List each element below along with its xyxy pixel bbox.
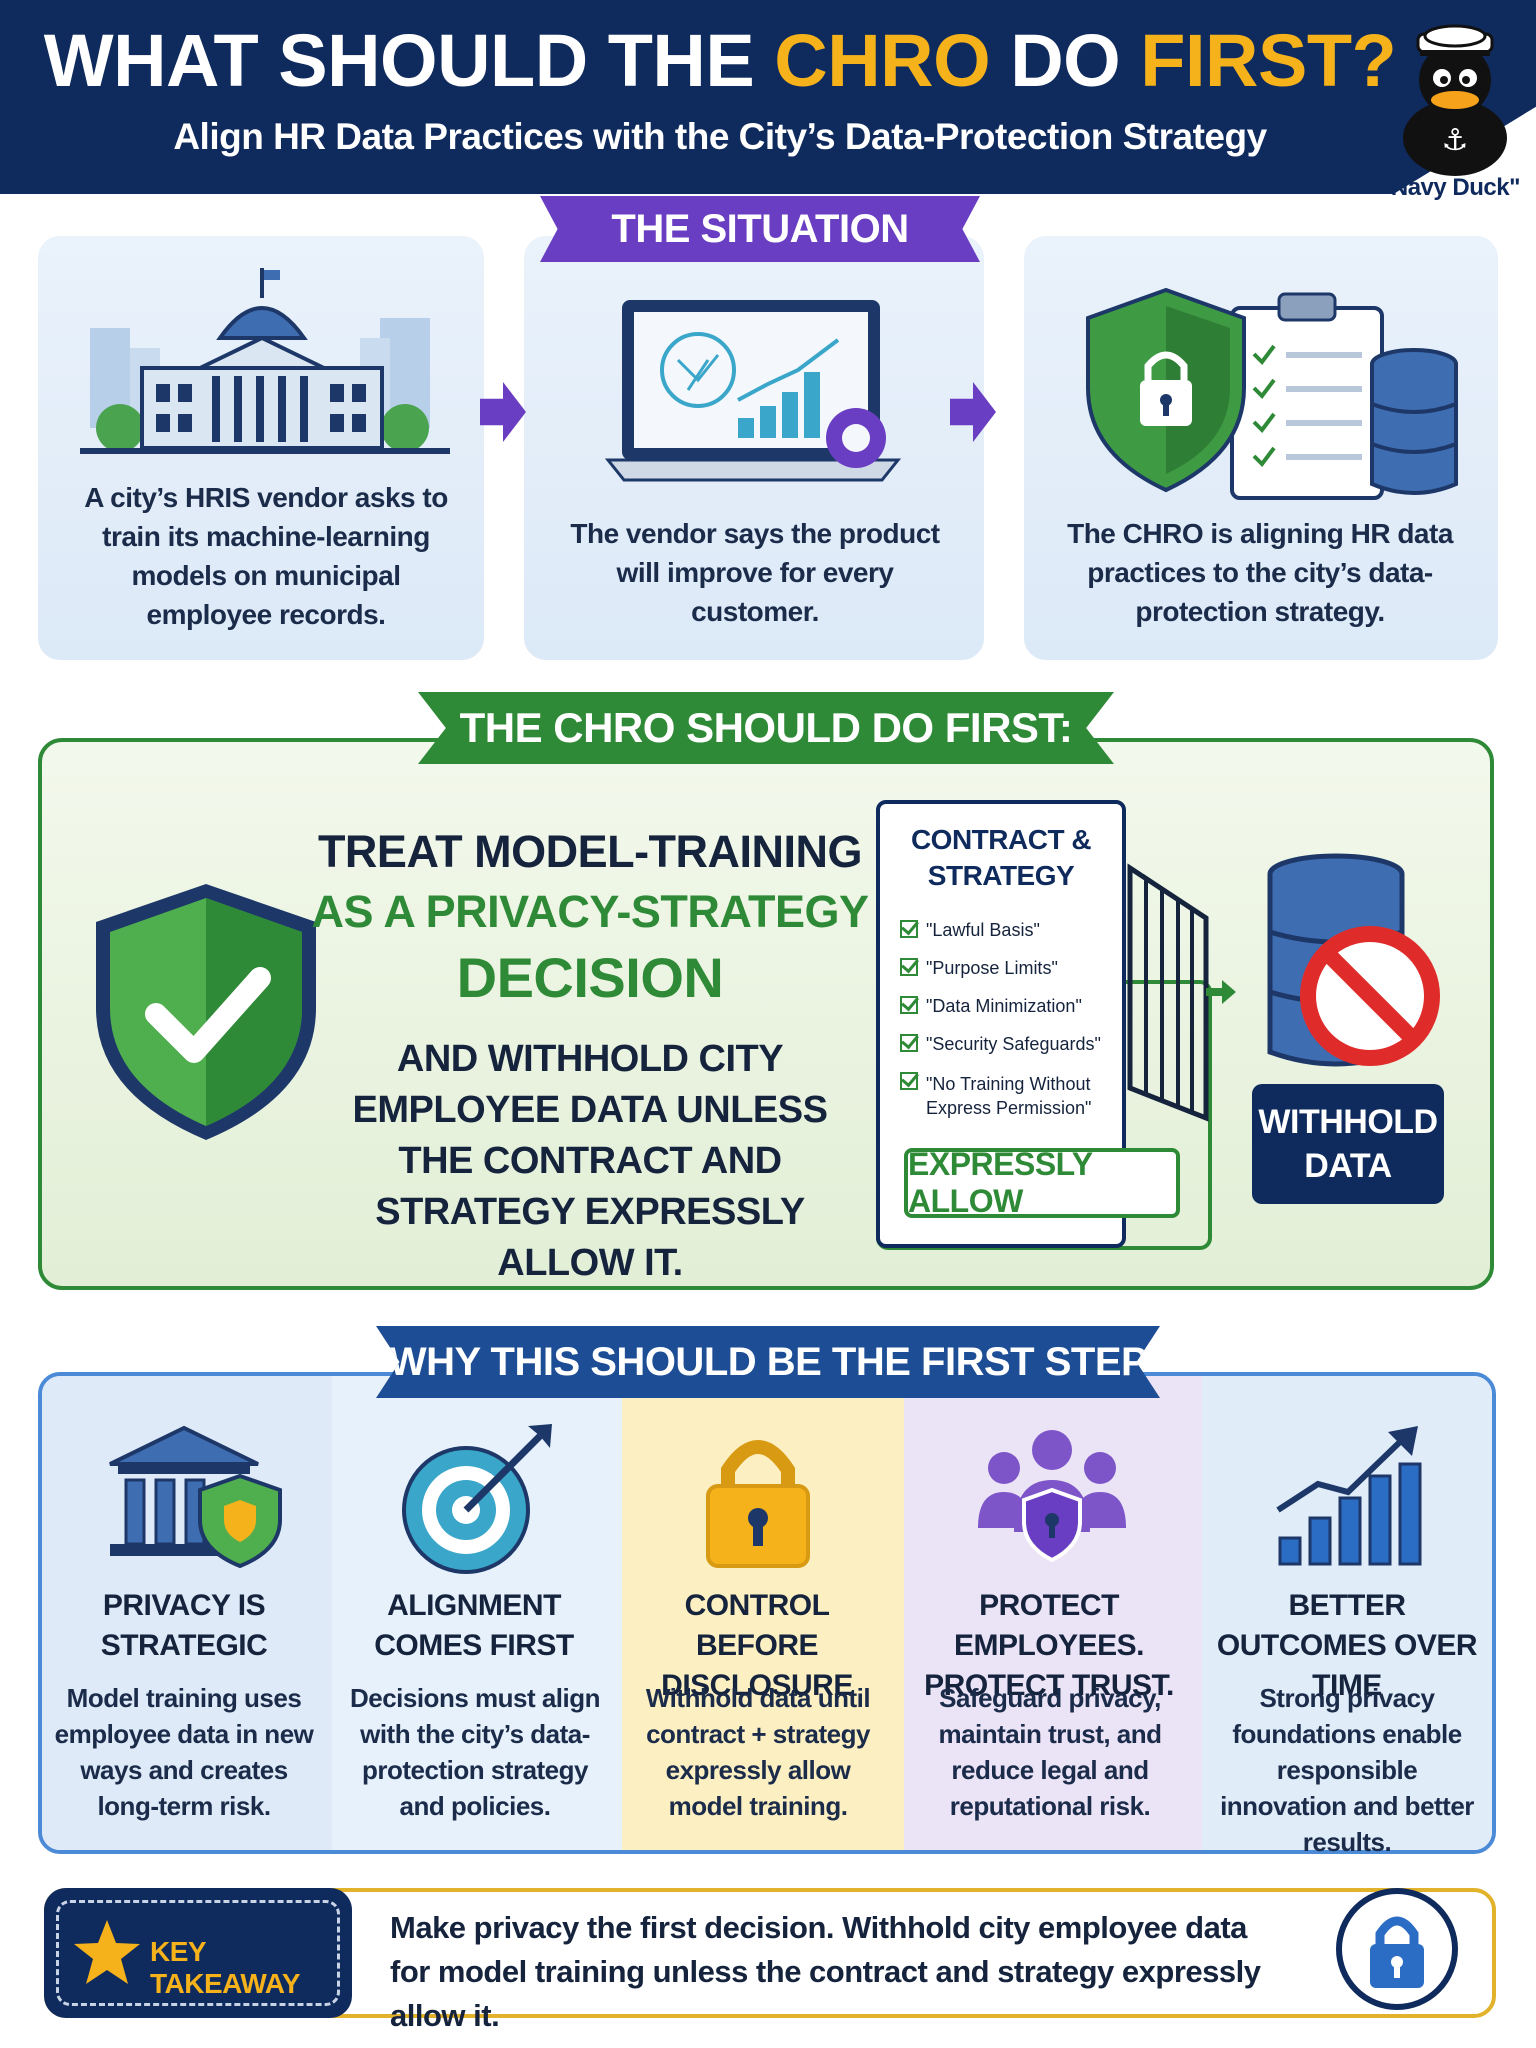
checkbox-checked-icon <box>900 920 918 938</box>
checkbox-checked-icon <box>900 1072 918 1090</box>
database-blocked-icon <box>1267 853 1440 1067</box>
why-body-3: Withhold data until contract + strategy … <box>645 1683 871 1821</box>
why-body-1: Model training uses employee data in new… <box>54 1683 314 1821</box>
page-title: WHAT SHOULD THE CHRO DO FIRST? <box>43 19 1397 102</box>
why-column-5 <box>1202 1376 1492 1850</box>
people-shield-icon <box>978 1430 1126 1563</box>
page-subtitle: Align HR Data Practices with the City’s … <box>173 116 1267 157</box>
header-bar <box>0 0 1536 194</box>
withhold-data-label: WITHHOLD DATA <box>1252 1084 1444 1204</box>
why-banner: WHY THIS SHOULD BE THE FIRST STEP <box>376 1326 1160 1398</box>
lock-circle-icon <box>1336 1888 1458 2010</box>
expressly-allow-button: EXPRESSLY ALLOW <box>904 1146 1180 1219</box>
takeaway-text: Make privacy the first decision. Withhol… <box>390 1910 1261 2033</box>
situation-text-1: A city’s HRIS vendor asks to train its m… <box>84 482 448 630</box>
checkbox-checked-icon <box>900 1034 918 1052</box>
contract-title: CONTRACT & STRATEGY <box>910 824 1092 891</box>
svg-text:⚓: ⚓ <box>1442 123 1469 158</box>
why-title-4: PROTECT EMPLOYEES. PROTECT TRUST. <box>924 1589 1174 1702</box>
first-step-banner: THE CHRO SHOULD DO FIRST: <box>418 692 1114 764</box>
star-icon <box>74 1920 140 1984</box>
situation-text-2: The vendor says the product will improve… <box>570 518 940 627</box>
situation-text-3: The CHRO is aligning HR data practices t… <box>1067 518 1453 627</box>
contract-item: "Purpose Limits" <box>900 958 1200 979</box>
takeaway-label: KEY TAKEAWAY <box>150 1936 301 1999</box>
shield-lock-icon <box>1086 287 1458 500</box>
why-title-1: PRIVACY IS STRATEGIC <box>100 1589 268 1662</box>
contract-item: "Data Minimization" <box>900 996 1200 1017</box>
city-hall-icon <box>80 268 450 454</box>
why-body-2: Decisions must align with the city’s dat… <box>349 1683 601 1821</box>
contract-item: "Security Safeguards" <box>900 1034 1200 1055</box>
why-title-3: CONTROL BEFORE DISCLOSURE <box>661 1589 853 1702</box>
checkbox-checked-icon <box>900 958 918 976</box>
navy-duck-mascot-icon: ⚓ <box>1403 24 1507 176</box>
first-step-heading-line2: AS A PRIVACY-STRATEGY <box>311 886 869 937</box>
target-icon <box>402 1424 552 1574</box>
contract-item: "No Training Without Express Permission" <box>900 1072 1100 1120</box>
contract-item: "Lawful Basis" <box>900 920 1200 941</box>
first-step-body: AND WITHHOLD CITY EMPLOYEE DATA UNLESS T… <box>352 1038 828 1284</box>
arrow-right-icon <box>480 382 526 442</box>
shield-check-icon <box>96 884 316 1140</box>
why-title-5: BETTER OUTCOMES OVER TIME <box>1216 1589 1478 1702</box>
first-step-heading-line1: TREAT MODEL-TRAINING <box>317 826 863 877</box>
bank-shield-icon <box>109 1425 282 1569</box>
padlock-icon <box>706 1440 810 1568</box>
growth-chart-icon <box>1276 1426 1422 1566</box>
takeaway-badge-border <box>56 1900 340 2006</box>
laptop-ai-icon <box>604 300 902 482</box>
why-body-4: Safeguard privacy, maintain trust, and r… <box>938 1683 1162 1821</box>
first-step-heading-line3: DECISION <box>456 946 724 1009</box>
why-column-3 <box>622 1376 904 1850</box>
why-title-2: ALIGNMENT COMES FIRST <box>374 1589 574 1662</box>
gate-icon <box>1127 863 1236 1122</box>
checkbox-checked-icon <box>900 996 918 1014</box>
mascot-label: "Navy Duck" <box>1380 174 1521 201</box>
situation-banner: THE SITUATION <box>540 196 980 262</box>
why-body-5: Strong privacy foundations enable respon… <box>1220 1683 1474 1857</box>
